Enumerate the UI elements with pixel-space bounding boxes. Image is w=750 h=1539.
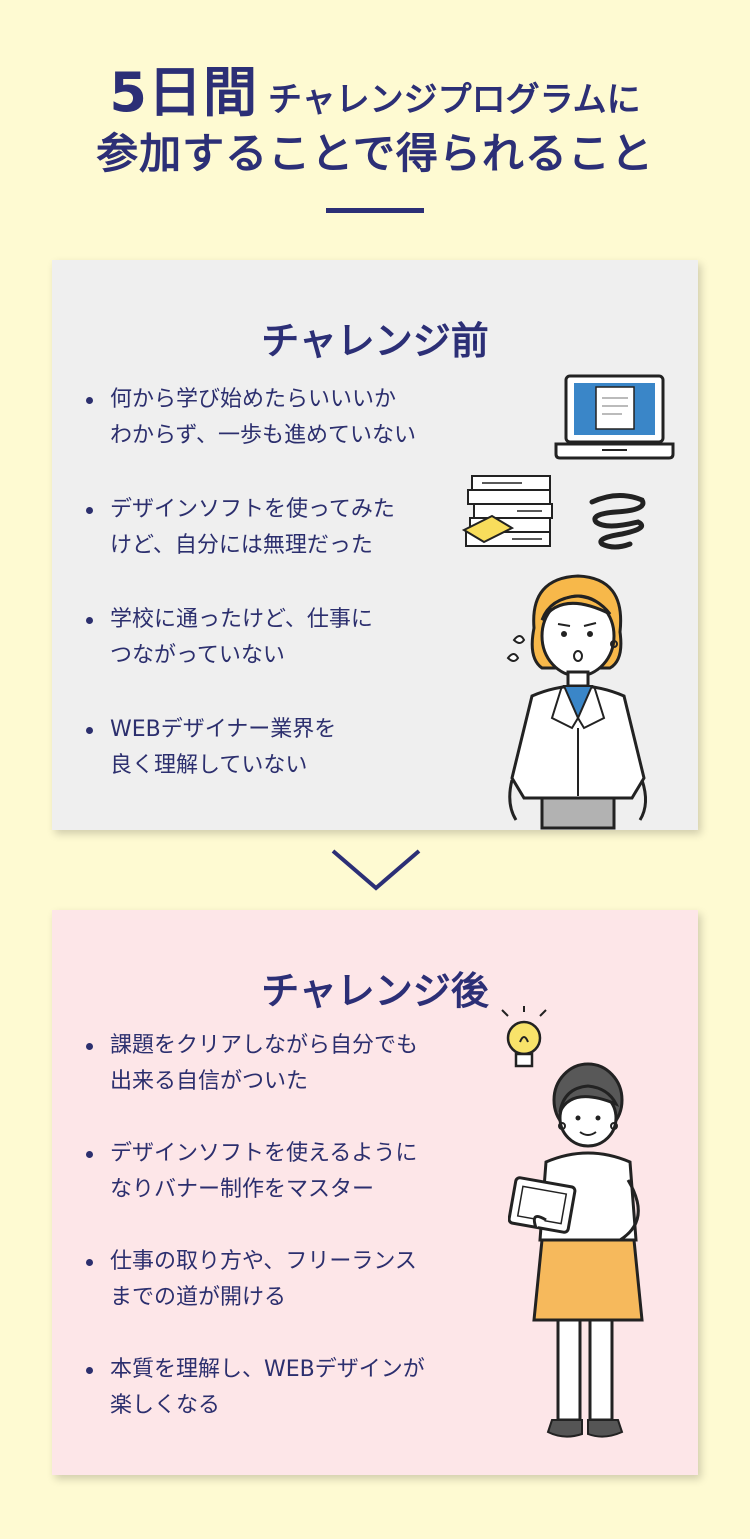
confident-woman-illustration (508, 1062, 644, 1438)
after-list: 課題をクリアしながら自分でも 出来る自信がついた デザインソフトを使えるように … (82, 1028, 482, 1460)
after-item: 仕事の取り方や、フリーランス までの道が開ける (82, 1244, 482, 1316)
title-divider (326, 208, 424, 213)
after-item: 課題をクリアしながら自分でも 出来る自信がついた (82, 1028, 482, 1100)
before-item: デザインソフトを使ってみた けど、自分には無理だった (82, 492, 502, 564)
laptop-icon (554, 374, 675, 460)
scribble-icon (589, 493, 646, 550)
after-item: 本質を理解し、WEBデザインが 楽しくなる (82, 1352, 482, 1424)
after-title: チャレンジ後 (261, 969, 489, 1013)
chevron-down-icon (331, 849, 421, 891)
before-item: 何から学び始めたらいいいか わからず、一歩も進めていない (82, 382, 502, 454)
lightbulb-icon (501, 1006, 547, 1068)
title-prefix: 5日間 (109, 61, 258, 124)
worried-woman-illustration (506, 574, 647, 830)
after-panel: チャレンジ後 課題をクリアしながら自分でも 出来る自信がついた デザインソフトを… (52, 910, 698, 1475)
after-item: デザインソフトを使えるように なりバナー制作をマスター (82, 1136, 482, 1208)
before-list: 何から学び始めたらいいいか わからず、一歩も進めていない デザインソフトを使って… (82, 382, 502, 822)
title-line2: 参加することで得られること (96, 129, 654, 178)
before-item: WEBデザイナー業界を 良く理解していない (82, 712, 502, 784)
document-stack-icon (462, 475, 553, 547)
before-item: 学校に通ったけど、仕事に つながっていない (82, 602, 502, 674)
page-title: 5日間 チャレンジプログラムに 参加することで得られること (0, 48, 750, 181)
before-title: チャレンジ前 (261, 319, 489, 363)
before-panel: チャレンジ前 何から学び始めたらいいいか わからず、一歩も進めていない デザイン… (52, 260, 698, 830)
title-rest: チャレンジプログラムに (267, 80, 641, 120)
